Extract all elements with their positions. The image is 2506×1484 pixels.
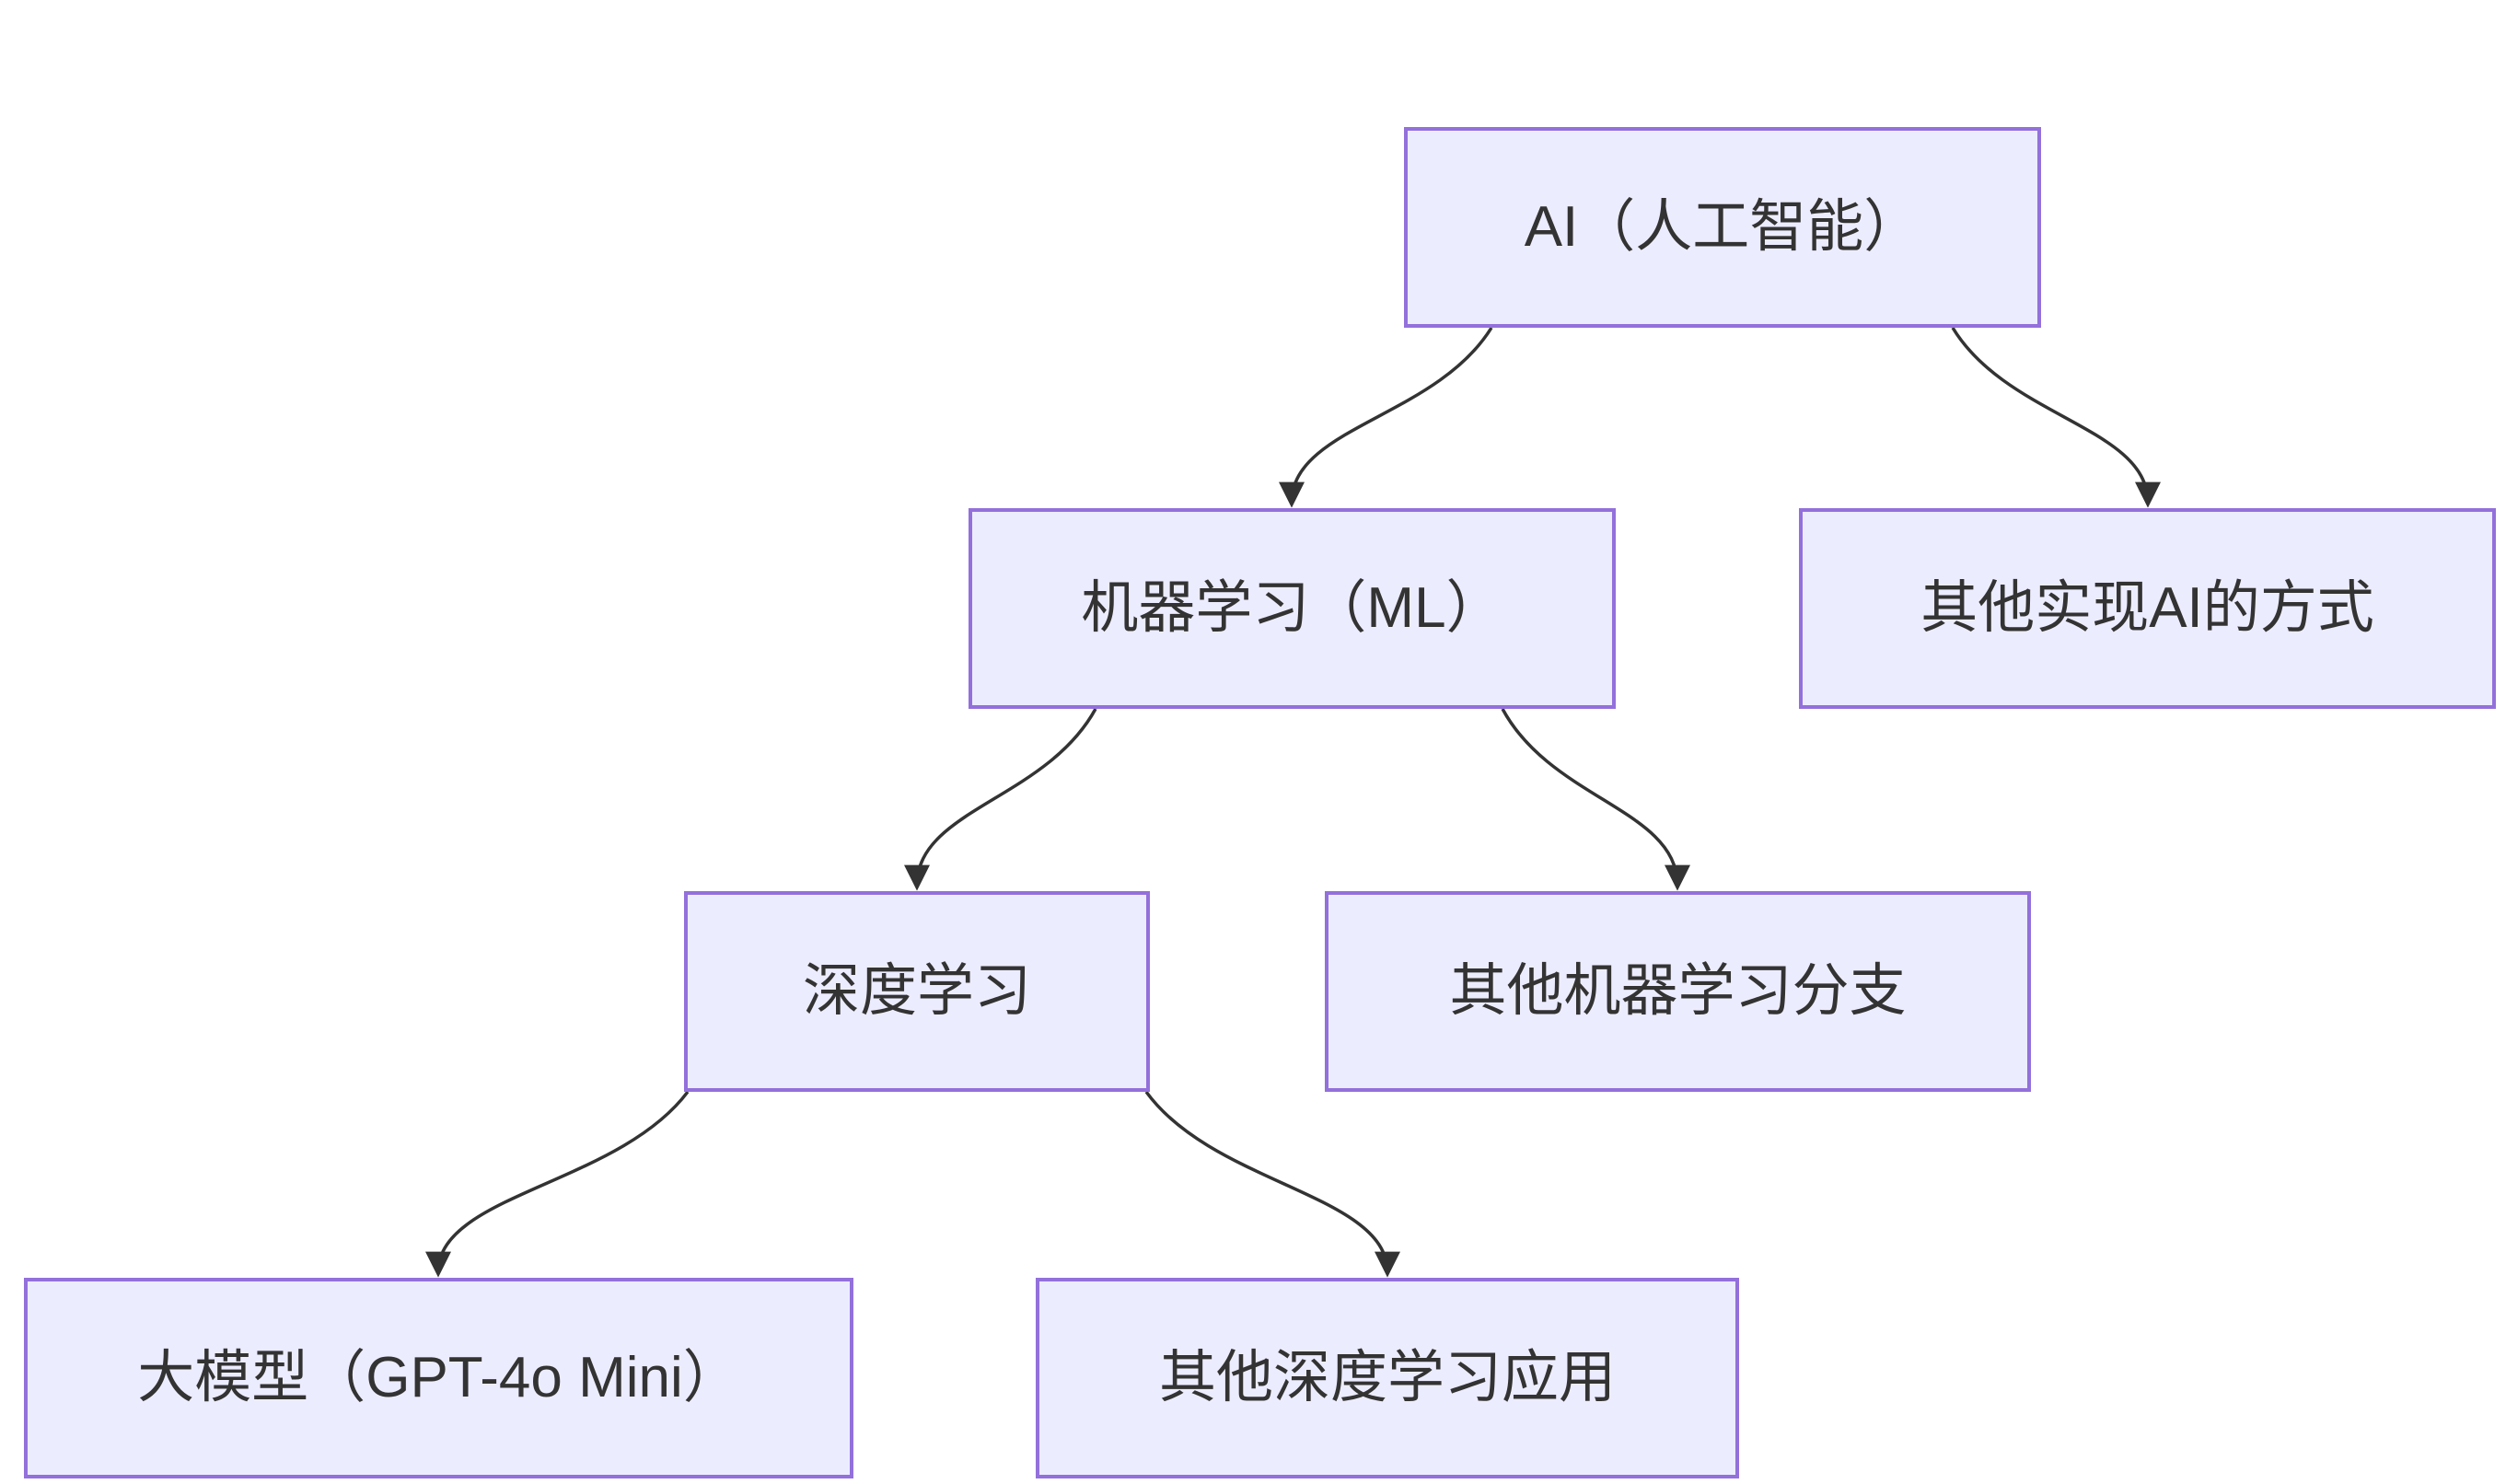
node-ai: AI（人工智能） (1404, 127, 2041, 328)
edge-ml-dl (904, 708, 1097, 891)
edge-ai-other-ai (1951, 327, 2161, 508)
edge-ai-ml (1279, 327, 1493, 508)
node-other-dl-label: 其他深度学习应用 (1158, 1345, 1616, 1409)
edge-group (425, 327, 2161, 1278)
node-dl: 深度学习 (684, 891, 1150, 1092)
edge-dl-other-dl (1144, 1090, 1400, 1278)
node-other-ai-label: 其他实现AI的方式 (1920, 575, 2374, 640)
node-ai-label: AI（人工智能） (1524, 194, 1921, 259)
edge-ml-other-ml (1501, 708, 1690, 891)
node-other-ai: 其他实现AI的方式 (1799, 508, 2496, 709)
node-dl-label: 深度学习 (802, 958, 1031, 1023)
node-other-ml-label: 其他机器学习分支 (1449, 958, 1907, 1023)
node-ml: 机器学习（ML） (969, 508, 1616, 709)
edge-dl-llm (425, 1090, 690, 1278)
node-llm: 大模型（GPT-4o Mini） (24, 1278, 853, 1478)
node-llm-label: 大模型（GPT-4o Mini） (137, 1345, 740, 1409)
node-other-ml: 其他机器学习分支 (1325, 891, 2031, 1092)
node-ml-label: 机器学习（ML） (1081, 575, 1503, 640)
node-other-dl: 其他深度学习应用 (1036, 1278, 1739, 1478)
